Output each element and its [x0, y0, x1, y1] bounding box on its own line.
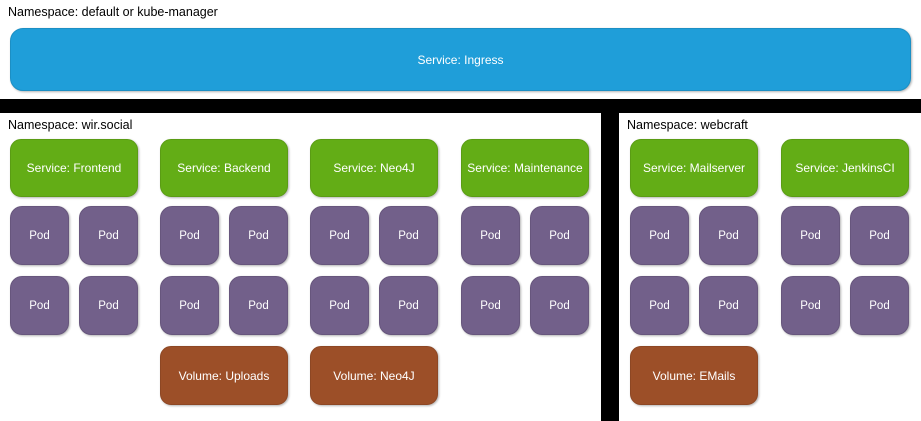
- service-jenkinsci-node[interactable]: Service: JenkinsCI: [781, 139, 909, 197]
- service-backend-node[interactable]: Service: Backend: [160, 139, 288, 197]
- service-column-maintenance: Service: Maintenance Pod Pod Pod Pod: [461, 113, 589, 421]
- service-maintenance-node[interactable]: Service: Maintenance: [461, 139, 589, 197]
- pod-node[interactable]: Pod: [781, 206, 840, 265]
- pod-node[interactable]: Pod: [850, 276, 909, 335]
- volume-neo4j-node[interactable]: Volume: Neo4J: [310, 346, 438, 405]
- namespace-label-webcraft: Namespace: webcraft: [627, 118, 748, 132]
- namespace-panel-default-kube-manager: Namespace: default or kube-manager Servi…: [0, 0, 921, 99]
- namespace-panel-webcraft: Namespace: webcraft Service: Mailserver …: [619, 113, 921, 421]
- service-column-neo4j: Service: Neo4J Pod Pod Pod Pod Volume: N…: [310, 113, 438, 421]
- namespace-label-default-kube-manager: Namespace: default or kube-manager: [8, 5, 218, 19]
- pod-node[interactable]: Pod: [630, 276, 689, 335]
- service-column-jenkinsci: Service: JenkinsCI Pod Pod Pod Pod: [781, 113, 909, 421]
- pod-node[interactable]: Pod: [630, 206, 689, 265]
- pod-node[interactable]: Pod: [781, 276, 840, 335]
- pod-node[interactable]: Pod: [10, 276, 69, 335]
- service-neo4j-node[interactable]: Service: Neo4J: [310, 139, 438, 197]
- pod-node[interactable]: Pod: [461, 276, 520, 335]
- service-frontend-node[interactable]: Service: Frontend: [10, 139, 138, 197]
- pod-node[interactable]: Pod: [10, 206, 69, 265]
- namespace-panel-wir-social: Namespace: wir.social Service: Frontend …: [0, 113, 601, 421]
- pod-node[interactable]: Pod: [699, 276, 758, 335]
- service-column-frontend: Service: Frontend Pod Pod Pod Pod: [10, 113, 138, 421]
- service-ingress-node[interactable]: Service: Ingress: [10, 28, 911, 91]
- pod-node[interactable]: Pod: [850, 206, 909, 265]
- pod-node[interactable]: Pod: [310, 206, 369, 265]
- service-column-backend: Service: Backend Pod Pod Pod Pod Volume:…: [160, 113, 288, 421]
- pod-node[interactable]: Pod: [379, 206, 438, 265]
- pod-node[interactable]: Pod: [229, 206, 288, 265]
- pod-node[interactable]: Pod: [461, 206, 520, 265]
- pod-node[interactable]: Pod: [699, 206, 758, 265]
- pod-node[interactable]: Pod: [79, 276, 138, 335]
- service-column-mailserver: Service: Mailserver Pod Pod Pod Pod Volu…: [630, 113, 758, 421]
- volume-emails-node[interactable]: Volume: EMails: [630, 346, 758, 405]
- pod-node[interactable]: Pod: [160, 276, 219, 335]
- pod-node[interactable]: Pod: [530, 276, 589, 335]
- volume-uploads-node[interactable]: Volume: Uploads: [160, 346, 288, 405]
- pod-node[interactable]: Pod: [310, 276, 369, 335]
- pod-node[interactable]: Pod: [379, 276, 438, 335]
- pod-node[interactable]: Pod: [229, 276, 288, 335]
- pod-node[interactable]: Pod: [79, 206, 138, 265]
- pod-node[interactable]: Pod: [530, 206, 589, 265]
- pod-node[interactable]: Pod: [160, 206, 219, 265]
- namespace-label-wir-social: Namespace: wir.social: [8, 118, 133, 132]
- service-mailserver-node[interactable]: Service: Mailserver: [630, 139, 758, 197]
